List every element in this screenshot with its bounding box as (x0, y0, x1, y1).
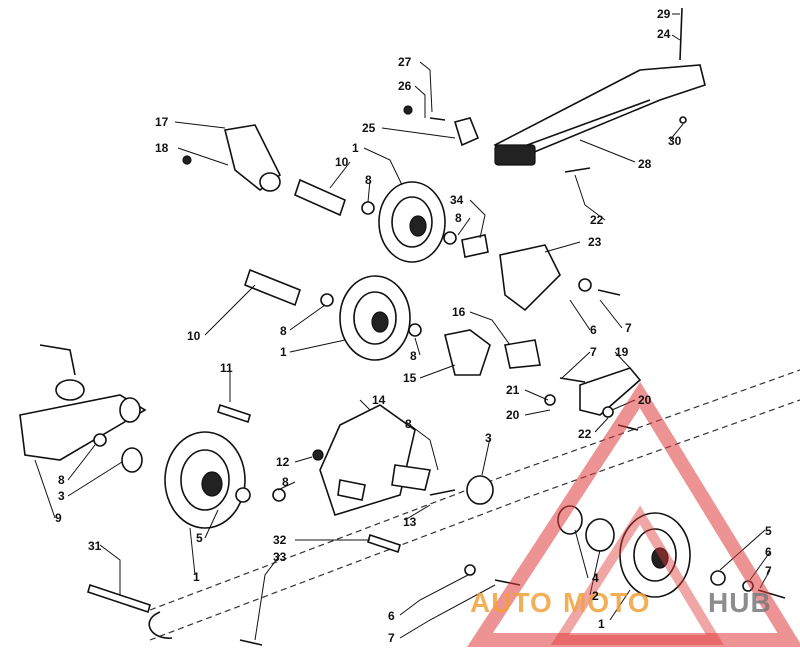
callout-1-lower-right: 1 (598, 617, 605, 631)
callout-23: 23 (588, 235, 602, 249)
callout-1-middle: 1 (280, 345, 287, 359)
callout-14: 14 (372, 393, 386, 407)
callout-20-right: 20 (638, 393, 652, 407)
lower-right-wheel (557, 505, 786, 599)
callout-28: 28 (638, 157, 652, 171)
center-bracket (217, 403, 456, 516)
callout-30: 30 (668, 134, 682, 148)
callout-7-right: 7 (765, 564, 772, 578)
callout-18: 18 (155, 141, 169, 155)
callout-10-upper: 10 (335, 155, 349, 169)
callout-6-right: 6 (765, 545, 772, 559)
callout-20-left: 20 (506, 408, 520, 422)
callout-8-center-lower: 8 (282, 475, 289, 489)
rear-axle-parts (87, 475, 521, 646)
callout-29: 29 (657, 7, 671, 21)
callout-1-lower-left: 1 (193, 570, 200, 584)
right-bracket (544, 367, 642, 431)
callout-24: 24 (657, 27, 671, 41)
callout-8-upper: 8 (365, 173, 372, 187)
watermark-text-auto: AUTO (470, 587, 553, 618)
callout-5-left: 5 (196, 531, 203, 545)
callout-8-upper-right: 8 (455, 211, 462, 225)
upper-wheel-assembly (294, 105, 489, 263)
callout-31: 31 (88, 539, 102, 553)
callout-5-right: 5 (765, 524, 772, 538)
callout-7-upper: 7 (625, 321, 632, 335)
callout-26: 26 (398, 79, 412, 93)
watermark-logo: AUTO MOTO HUB (467, 381, 800, 647)
slide-rail-arm (493, 7, 706, 166)
middle-wheel-assembly (244, 268, 541, 376)
callout-10-middle: 10 (187, 329, 201, 343)
callout-6-upper: 6 (590, 323, 597, 337)
callout-34: 34 (450, 193, 464, 207)
callout-33: 33 (273, 550, 287, 564)
callout-25: 25 (362, 121, 376, 135)
upper-bracket (182, 124, 282, 192)
callout-6-lower: 6 (388, 609, 395, 623)
callout-13: 13 (403, 515, 417, 529)
watermark-text-hub: HUB (708, 587, 772, 618)
callout-3-left: 3 (58, 489, 65, 503)
callout-22-lower: 22 (578, 427, 592, 441)
callout-11: 11 (220, 361, 233, 375)
callout-2: 2 (592, 589, 599, 603)
left-swing-arm (19, 344, 147, 473)
callout-17: 17 (155, 115, 169, 129)
lower-left-wheel (164, 431, 251, 529)
callout-16: 16 (452, 305, 466, 319)
callout-8-middle-right: 8 (410, 349, 417, 363)
callout-9: 9 (55, 511, 62, 525)
watermark-text-moto: MOTO (563, 587, 650, 618)
callout-8-middle: 8 (280, 324, 287, 338)
callout-21: 21 (506, 383, 520, 397)
callout-4: 4 (592, 571, 599, 585)
callout-7-lower: 7 (388, 631, 395, 645)
upper-right-bracket (499, 167, 621, 312)
callout-1-upper: 1 (352, 141, 359, 155)
callout-19: 19 (615, 345, 629, 359)
callout-8-center: 8 (405, 417, 412, 431)
callout-labels: 29 24 27 26 25 17 18 1 10 8 34 8 30 28 2… (55, 7, 772, 645)
callout-32: 32 (273, 533, 287, 547)
callout-7-middle: 7 (590, 345, 597, 359)
callout-12: 12 (276, 455, 290, 469)
callout-3-right: 3 (485, 431, 492, 445)
callout-8-left: 8 (58, 473, 65, 487)
callout-15: 15 (403, 371, 417, 385)
callout-27: 27 (398, 55, 412, 69)
callout-22-upper: 22 (590, 213, 604, 227)
